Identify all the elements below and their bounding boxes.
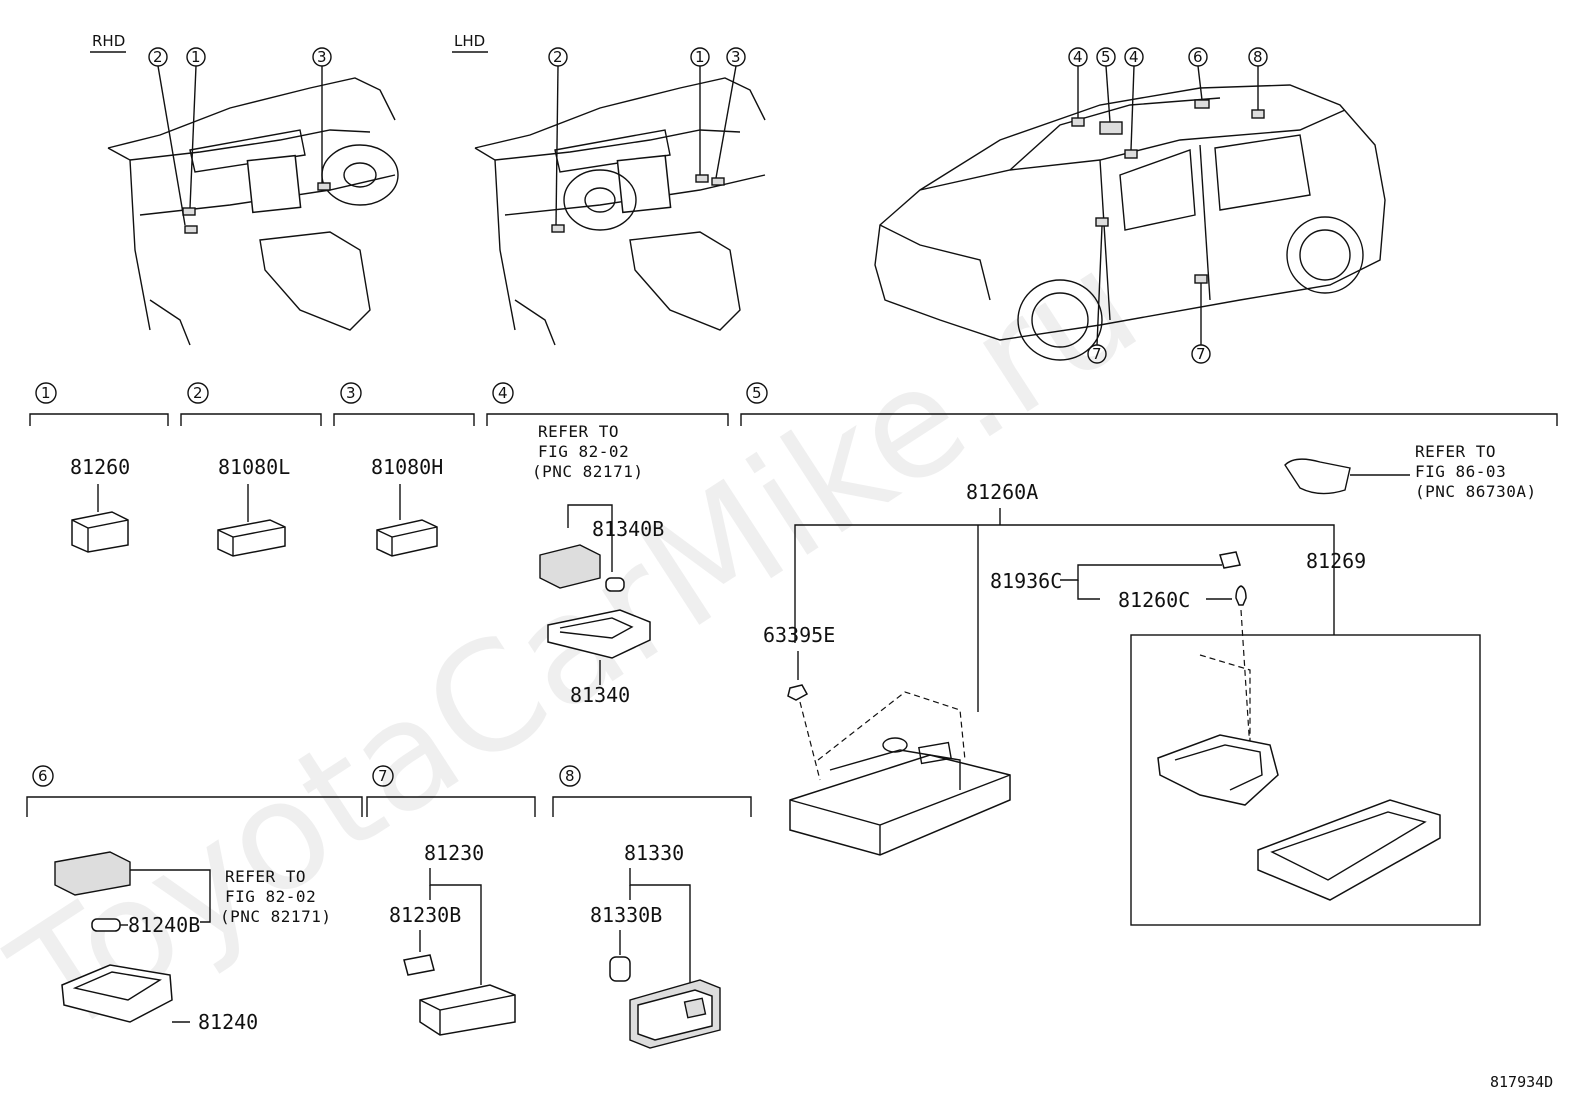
part-81230: 81230 [424,841,484,865]
callout-5: 5 [1101,48,1111,66]
callout-2-lhd: 2 [553,48,563,66]
ref-pnc-5: (PNC 86730A) [1415,482,1537,501]
section-5: REFER TO FIG 86-03 (PNC 86730A) 81260A 8… [763,442,1537,926]
sec-3-num: 3 [346,384,356,402]
part-81240: 81240 [198,1010,258,1034]
section-headers-row2: 6 7 8 [26,765,752,817]
callout-1-rhd: 1 [191,48,201,66]
rhd-callouts: 2 1 3 [148,47,332,226]
part-81269: 81269 [1306,549,1366,573]
section-3: 81080H [371,455,443,557]
part-81080H: 81080H [371,455,443,479]
part-81260: 81260 [70,455,130,479]
section-8: 81330 81330B [590,841,721,1049]
lhd-label: LHD [454,32,485,50]
part-81340: 81340 [570,683,630,707]
part-81340B: 81340B [592,517,664,541]
callout-8: 8 [1253,48,1263,66]
section-6: REFER TO FIG 82-02 (PNC 82171) 81240B 81… [54,851,331,1034]
inset-box-81269 [1130,634,1481,926]
ref-pnc-4: (PNC 82171) [532,462,643,481]
part-81260A: 81260A [966,480,1038,504]
callout-4a: 4 [1073,48,1083,66]
ref-pnc-6: (PNC 82171) [220,907,331,926]
sec-2-num: 2 [193,384,203,402]
sec-4-num: 4 [498,384,508,402]
rhd-dashboard-illustration [107,77,399,346]
callout-1-lhd: 1 [695,48,705,66]
callout-6: 6 [1193,48,1203,66]
section-1: 81260 [70,455,130,553]
part-81260C: 81260C [1118,588,1190,612]
part-81330: 81330 [624,841,684,865]
part-63395E: 63395E [763,623,835,647]
section-headers-row1: 1 2 3 4 5 [29,382,1558,426]
sec-7-num: 7 [378,767,388,785]
lhd-callouts: 2 1 3 [548,47,746,226]
car-illustration [874,84,1386,361]
sec-6-num: 6 [38,767,48,785]
ref-to-6: REFER TO [225,867,306,886]
rhd-label: RHD [92,32,125,50]
part-81330B: 81330B [590,903,662,927]
sec-1-num: 1 [41,384,51,402]
section-7: 81230 81230B [389,841,516,1036]
ref-to-5: REFER TO [1415,442,1496,461]
ref-to-4: REFER TO [538,422,619,441]
section-2: 81080L [217,455,290,557]
part-81240B: 81240B [128,913,200,937]
ref-fig-6: FIG 82-02 [225,887,316,906]
figure-id: 817934D [1490,1073,1553,1091]
ref-fig-5: FIG 86-03 [1415,462,1506,481]
sec-8-num: 8 [565,767,575,785]
section-4: REFER TO FIG 82-02 (PNC 82171) 81340B 81… [532,422,664,707]
callout-3-rhd: 3 [317,48,327,66]
part-81080L: 81080L [218,455,290,479]
callout-4b: 4 [1129,48,1139,66]
lhd-dashboard-illustration [474,77,766,346]
ref-fig-4: FIG 82-02 [538,442,629,461]
part-81230B: 81230B [389,903,461,927]
callout-3-lhd: 3 [731,48,741,66]
callout-2-rhd: 2 [153,48,163,66]
car-callouts: 4 5 4 6 8 7 7 [1068,47,1268,364]
sec-5-num: 5 [752,384,762,402]
part-81936C: 81936C [990,569,1062,593]
callout-7b: 7 [1196,345,1206,363]
callout-7a: 7 [1092,345,1102,363]
